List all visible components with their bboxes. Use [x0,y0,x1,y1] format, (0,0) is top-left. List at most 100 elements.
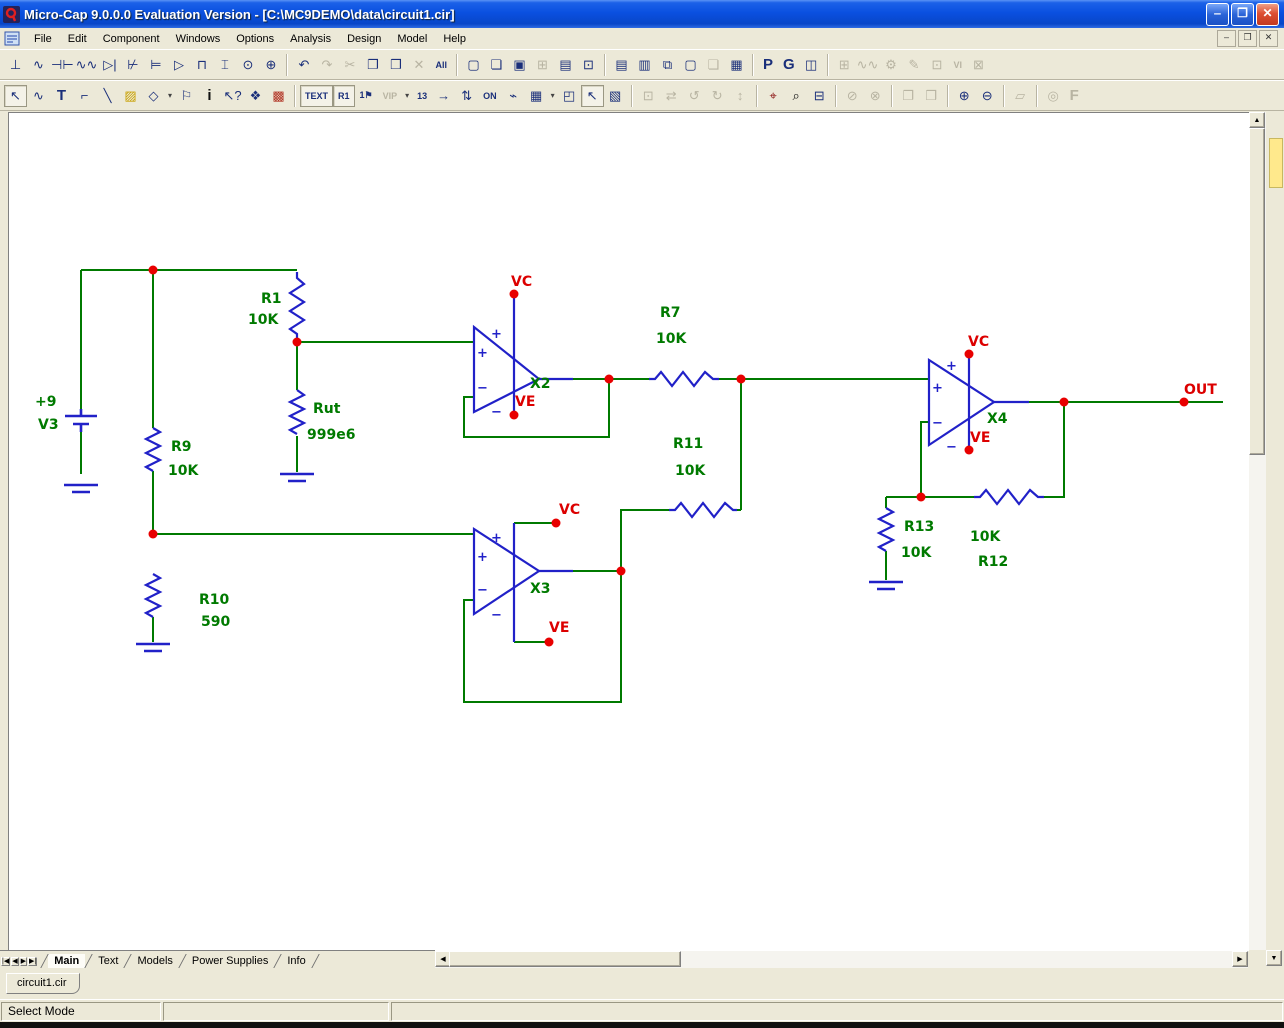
sheet-tab-main[interactable]: Main [48,954,85,968]
grid-text-toggle[interactable]: TEXT [300,85,333,107]
cut-icon[interactable]: ✂ [338,54,361,76]
current-arrows-toggle[interactable]: → [432,85,455,107]
label-rut[interactable]: Rut [313,401,340,417]
horizontal-scroll-thumb[interactable] [449,951,681,967]
component-mode-icon[interactable]: ∿ [27,85,50,107]
restore-window-icon[interactable]: ❏ [702,54,725,76]
rotate-ccw-icon[interactable]: ↺ [683,85,706,107]
info-disabled-icon[interactable]: ⊘ [841,85,864,107]
vertical-scrollbar[interactable]: ▲ [1249,112,1266,950]
align-icon[interactable]: ⇄ [660,85,683,107]
shape-editor-icon[interactable]: ⚙ [879,54,902,76]
group-box-icon[interactable]: ⊡ [637,85,660,107]
copy-page-icon[interactable]: ❐ [897,85,920,107]
label-out[interactable]: OUT [1184,382,1217,398]
docked-panel-tab[interactable] [1269,138,1283,188]
grid-toggle[interactable]: ▦ [525,85,548,107]
minimize-button[interactable]: ‒ [1206,3,1229,26]
paste-icon[interactable]: ❒ [384,54,407,76]
print-icon[interactable]: ▤ [554,54,577,76]
slider-toggle[interactable]: ⇅ [455,85,478,107]
region-enable-icon[interactable]: ▩ [267,85,290,107]
menu-windows[interactable]: Windows [168,31,229,47]
bitmap-icon[interactable]: ⊡ [925,54,948,76]
label-r9[interactable]: R9 [171,439,192,455]
sheet-tab-power-supplies[interactable]: Power Supplies [186,954,274,968]
folder-icon[interactable]: ▱ [1009,85,1032,107]
find-icon[interactable]: ⌖ [762,85,785,107]
grid-dropdown-caret[interactable]: ▾ [548,85,558,107]
browse-mode-icon[interactable]: ❖ [244,85,267,107]
new-window-icon[interactable]: ▢ [679,54,702,76]
label-v3-voltage[interactable]: +9 [35,394,56,410]
component-editor-icon[interactable]: ⊞ [833,54,856,76]
zoom-out-icon[interactable]: ⊖ [976,85,999,107]
label-r12-value[interactable]: 10K [970,529,1000,545]
menu-analysis[interactable]: Analysis [282,31,339,47]
label-vc-x3[interactable]: VC [559,502,580,518]
help-mode-icon[interactable]: ↖? [221,85,244,107]
globe-icon[interactable]: ◎ [1042,85,1065,107]
current-source-icon[interactable]: ⊙ [236,54,259,76]
cursor-mode-icon[interactable]: ↖ [581,85,604,107]
menu-options[interactable]: Options [228,31,282,47]
menu-design[interactable]: Design [339,31,389,47]
mdi-close-button[interactable]: ✕ [1259,30,1278,47]
diagonal-wire-icon[interactable]: ╲ [96,85,119,107]
point-tag-icon[interactable]: P [758,54,778,76]
transistor-icon[interactable]: ⊬ [121,54,144,76]
font-icon[interactable]: F [1065,85,1084,107]
label-x2[interactable]: X2 [530,376,551,392]
label-x4[interactable]: X4 [987,411,1008,427]
sheet-tab-text[interactable]: Text [92,954,124,968]
flag-mode-icon[interactable]: ⚐ [175,85,198,107]
menu-model[interactable]: Model [389,31,435,47]
label-x3[interactable]: X3 [530,581,551,597]
label-rut-value[interactable]: 999e6 [307,427,355,443]
picture-mode-icon[interactable]: ▨ [119,85,142,107]
undo-icon[interactable]: ↶ [292,54,315,76]
label-r11-value[interactable]: 10K [675,463,705,479]
prev-sheet-button[interactable]: ◀ [11,957,18,966]
restore-button[interactable]: ❐ [1231,3,1254,26]
label-r13-value[interactable]: 10K [901,545,931,561]
menu-edit[interactable]: Edit [60,31,95,47]
menu-file[interactable]: File [26,31,60,47]
ground-icon[interactable]: ⊥ [4,54,27,76]
calculator-icon[interactable]: ▦ [725,54,748,76]
document-tab-circuit1[interactable]: circuit1.cir [6,973,80,994]
scroll-right-button[interactable]: ▶ [1232,951,1248,967]
stop-disabled-icon[interactable]: ⊗ [864,85,887,107]
rotate-cw-icon[interactable]: ↻ [706,85,729,107]
wire-mode-icon[interactable]: ⌐ [73,85,96,107]
attribute-text-toggle[interactable]: R1 [333,85,355,107]
split-window-icon[interactable]: ◰ [558,85,581,107]
shapes-dropdown-caret[interactable]: ▾ [165,85,175,107]
delete-icon[interactable]: ✕ [407,54,430,76]
label-r1-value[interactable]: 10K [248,312,278,328]
node-voltages-toggle[interactable]: VIP [378,85,403,107]
label-r11[interactable]: R11 [673,436,703,452]
vertical-scroll-thumb[interactable] [1249,128,1265,455]
node-voltages-caret[interactable]: ▾ [402,85,412,107]
label-r13[interactable]: R13 [904,519,934,535]
close-button[interactable]: ✕ [1256,3,1279,26]
label-v3[interactable]: V3 [38,417,59,433]
schematic-canvas[interactable]: ++ −− ++ −− ++ −− [9,113,1249,951]
label-r12[interactable]: R12 [978,554,1008,570]
plot-preview-icon[interactable]: ⊠ [967,54,990,76]
flip-icon[interactable]: ↕ [729,85,752,107]
label-vc-x2[interactable]: VC [511,274,532,290]
zoom-in-icon[interactable]: ⊕ [953,85,976,107]
sine-source-icon[interactable]: ∿ [27,54,50,76]
info-mode-icon[interactable]: i [198,85,221,107]
shapes-mode-icon[interactable]: ◇ [142,85,165,107]
save-all-icon[interactable]: ⊞ [531,54,554,76]
sheet-tab-models[interactable]: Models [131,954,178,968]
voltage-source-icon[interactable]: ⊕ [259,54,282,76]
first-sheet-button[interactable]: |◀ [1,957,10,966]
opamp-icon[interactable]: ▷ [167,54,190,76]
menu-help[interactable]: Help [435,31,474,47]
redo-icon[interactable]: ↷ [315,54,338,76]
cascade-windows-icon[interactable]: ⧉ [656,54,679,76]
